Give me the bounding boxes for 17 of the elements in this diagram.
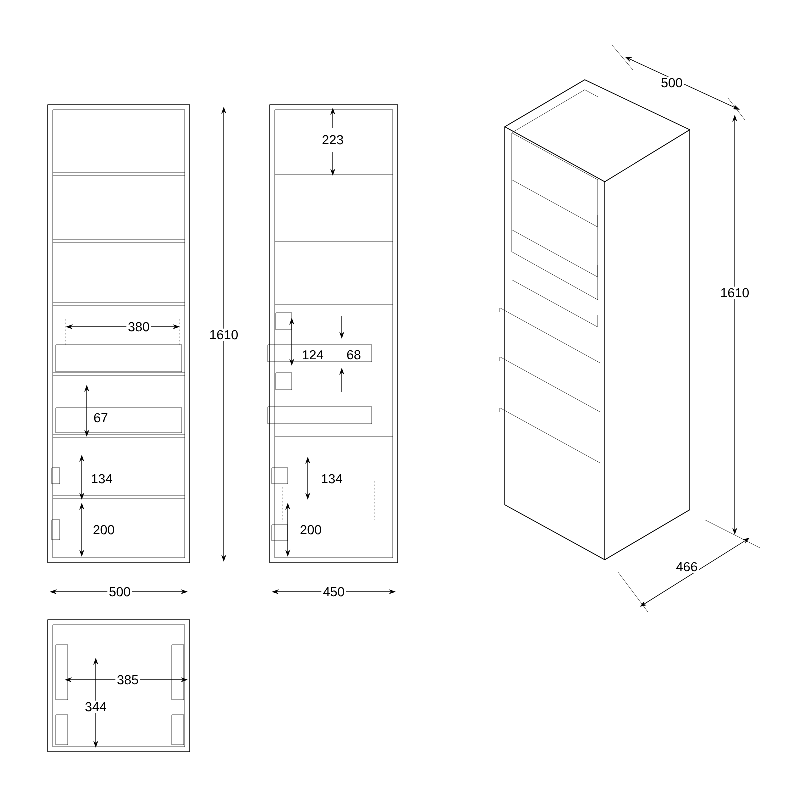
dimension-label: 68 [345,348,363,362]
dimension-label: 1610 [208,328,240,342]
dimension-label: 134 [90,472,114,486]
dimension-label: 200 [92,524,116,536]
dimension-label: 134 [320,472,344,486]
dimension-label: 500 [660,76,684,90]
dimension-label: 466 [674,560,700,574]
dimension-label: 450 [322,586,346,598]
dimension-label: 380 [126,320,152,334]
dimension-label: 124 [300,348,326,362]
dimension-label: 500 [108,586,132,598]
dimension-label: 344 [84,700,108,714]
dimension-label: 200 [298,524,324,536]
dimension-label: 223 [320,134,346,146]
dimension-label: 385 [116,674,140,686]
dimension-label: 67 [92,412,110,424]
dimension-label: 1610 [718,286,752,300]
